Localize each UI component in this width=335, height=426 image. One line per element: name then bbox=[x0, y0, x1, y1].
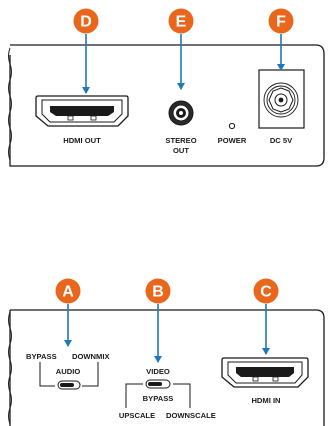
callout-e: E bbox=[168, 8, 194, 90]
rear-panel: HDMI OUT STEREO OUT POWER DC 5V D bbox=[8, 8, 325, 167]
callout-c: C bbox=[253, 278, 279, 355]
rear-panel-outline bbox=[9, 44, 325, 167]
stereo-out-label-line2: OUT bbox=[173, 146, 189, 155]
upscale-label: UPSCALE bbox=[119, 411, 155, 420]
callout-e-letter: E bbox=[176, 14, 187, 31]
video-label: VIDEO bbox=[146, 367, 170, 376]
audio-label: AUDIO bbox=[56, 367, 81, 376]
rear-panel-break bbox=[8, 47, 12, 161]
callout-d: D bbox=[73, 8, 99, 94]
front-panel-break bbox=[8, 311, 12, 425]
callout-c-letter: C bbox=[260, 284, 272, 301]
video-slide-switch[interactable] bbox=[145, 379, 171, 389]
callout-b-letter: B bbox=[152, 284, 164, 301]
video-bracket-right bbox=[173, 383, 191, 408]
power-led-icon bbox=[228, 122, 236, 130]
dc-5v-jack bbox=[258, 69, 305, 129]
hdmi-out-port bbox=[35, 95, 129, 127]
downscale-label: DOWNSCALE bbox=[166, 411, 216, 420]
callout-d-letter: D bbox=[80, 14, 92, 31]
stereo-out-jack bbox=[168, 100, 194, 126]
callout-f-letter: F bbox=[276, 14, 286, 31]
audio-bracket-right bbox=[82, 362, 99, 387]
audio-slide-switch[interactable] bbox=[57, 380, 81, 390]
hdmi-out-label: HDMI OUT bbox=[63, 136, 101, 145]
callout-f: F bbox=[268, 8, 294, 71]
dc-5v-label: DC 5V bbox=[270, 136, 293, 145]
hdmi-in-label: HDMI IN bbox=[251, 396, 280, 405]
front-panel: BYPASS DOWNMIX AUDIO VIDEO BYPASS UPSCAL… bbox=[8, 278, 325, 426]
callout-a-letter: A bbox=[62, 284, 74, 301]
stereo-out-label-line1: STEREO bbox=[165, 136, 196, 145]
audio-bypass-label: BYPASS bbox=[26, 352, 57, 361]
video-bypass-label: BYPASS bbox=[143, 394, 174, 403]
callout-a: A bbox=[55, 278, 81, 347]
power-label: POWER bbox=[218, 136, 247, 145]
callout-b: B bbox=[145, 278, 171, 363]
audio-downmix-label: DOWNMIX bbox=[72, 352, 110, 361]
video-bracket-left bbox=[125, 383, 143, 408]
audio-bracket-left bbox=[39, 362, 55, 387]
hdmi-in-port bbox=[221, 357, 309, 388]
